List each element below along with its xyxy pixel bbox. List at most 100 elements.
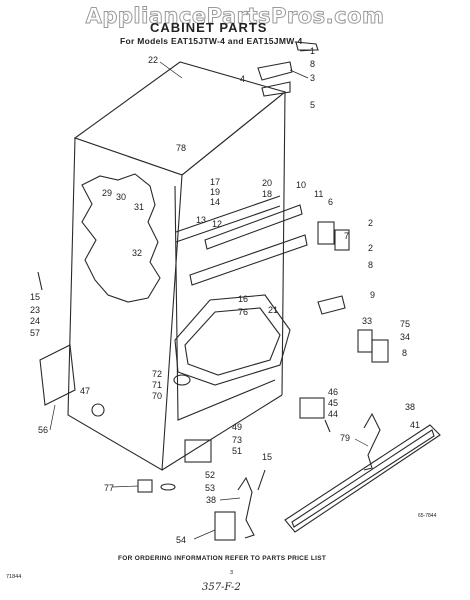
callout: 24 <box>30 316 40 326</box>
bracket-38-right <box>363 412 381 471</box>
callout: 49 <box>232 422 242 432</box>
cabinet-side <box>67 137 183 471</box>
leader-line <box>299 49 317 52</box>
callout: 38 <box>206 495 216 505</box>
callout: 2 <box>368 218 373 228</box>
wheel-70 <box>173 374 191 386</box>
divider-lower <box>175 205 281 243</box>
callout: 19 <box>210 187 220 197</box>
diagram-title: CABINET PARTS <box>150 20 268 35</box>
rail-10 <box>204 204 303 250</box>
leader-line <box>289 69 309 79</box>
callout: 46 <box>328 387 338 397</box>
callout: 29 <box>102 188 112 198</box>
part-77 <box>137 479 153 493</box>
callout: 7 <box>344 231 349 241</box>
divider-upper <box>175 195 281 233</box>
callout: 44 <box>328 409 338 419</box>
leader-line <box>354 438 369 447</box>
callout: 9 <box>370 290 375 300</box>
callout: 51 <box>232 446 242 456</box>
callout: 53 <box>205 483 215 493</box>
grille-slot <box>291 429 435 528</box>
callout: 15 <box>30 292 40 302</box>
callout: 11 <box>314 189 323 199</box>
callout: 75 <box>400 319 410 329</box>
callout: 54 <box>176 535 186 545</box>
screw-15 <box>37 271 43 291</box>
callout: 56 <box>38 425 48 435</box>
callout: 6 <box>328 197 333 207</box>
callout: 23 <box>30 305 40 315</box>
callout: 8 <box>402 348 407 358</box>
callout: 77 <box>104 483 114 493</box>
callout: 5 <box>310 100 315 110</box>
callout: 34 <box>400 332 410 342</box>
screw-15-b <box>257 469 266 491</box>
diagram-ref: 65-7844 <box>418 513 437 519</box>
corner-code: 71844 <box>6 574 22 580</box>
callout: 10 <box>296 180 306 190</box>
callout: 8 <box>310 59 315 69</box>
callout: 33 <box>362 316 372 326</box>
callout: 72 <box>152 369 162 379</box>
handwritten-code: 357-F-2 <box>202 582 241 593</box>
callout: 41 <box>410 420 420 430</box>
washer-53 <box>160 483 176 491</box>
callout: 1 <box>310 46 315 56</box>
callout: 30 <box>116 192 126 202</box>
leader-lines <box>49 49 369 540</box>
cabinet-drawing <box>37 41 441 541</box>
leader-line <box>219 497 241 501</box>
callout: 2 <box>368 243 373 253</box>
hinge-7 <box>334 229 350 251</box>
watermark: AppliancePartsPros.com <box>85 4 385 29</box>
callout: 8 <box>368 260 373 270</box>
roller-52 <box>184 439 212 463</box>
cutaway-outline <box>81 173 161 303</box>
crisper-inner <box>184 307 281 376</box>
page-number: 3 <box>230 570 234 576</box>
grommet-47 <box>91 403 105 417</box>
callout-labels: 1 8 3 4 5 22 78 17 20 18 19 14 13 12 10 … <box>30 46 420 545</box>
callout: 57 <box>30 328 40 338</box>
leader-line <box>159 61 183 79</box>
part-54 <box>214 511 236 541</box>
callout: 16 <box>238 294 248 304</box>
callout: 21 <box>268 305 278 315</box>
callout: 76 <box>238 307 248 317</box>
model-numbers: For Models EAT15JTW-4 and EAT15JMW-4 <box>120 36 303 46</box>
bracket-33 <box>357 329 373 353</box>
callout: 20 <box>262 178 272 188</box>
callout: 13 <box>196 215 206 225</box>
callout: 3 <box>310 73 315 83</box>
callout: 71 <box>152 380 162 390</box>
bracket-9 <box>317 295 346 315</box>
callout: 38 <box>405 402 415 412</box>
callout: 18 <box>262 189 272 199</box>
callout: 4 <box>240 74 245 84</box>
hinge-bracket-6 <box>317 221 335 245</box>
leader-line <box>111 485 139 488</box>
callout: 31 <box>134 202 144 212</box>
callout: 32 <box>132 248 142 258</box>
callout: 78 <box>176 143 186 153</box>
top-hinge <box>257 61 293 81</box>
cabinet-back-edge <box>281 91 286 396</box>
callout: 79 <box>340 433 350 443</box>
leader-line <box>49 404 56 431</box>
panel-56 <box>39 344 76 406</box>
rail-11 <box>189 234 308 286</box>
callout: 45 <box>328 398 338 408</box>
plate-45 <box>299 397 325 419</box>
leader-line <box>193 529 216 540</box>
callout: 14 <box>210 197 220 207</box>
crisper-pan <box>174 294 291 386</box>
hinge-cap <box>295 41 319 51</box>
callout: 52 <box>205 470 215 480</box>
callout: 47 <box>80 386 90 396</box>
callout: 15 <box>262 452 272 462</box>
base-grille <box>284 424 441 533</box>
